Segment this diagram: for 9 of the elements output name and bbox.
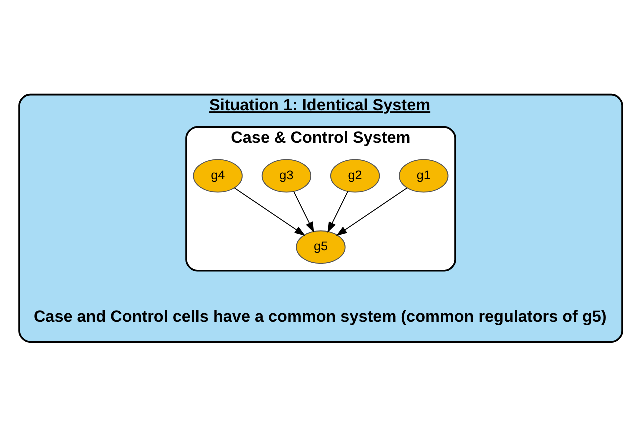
arrow xyxy=(294,191,314,233)
node-ellipse: g2 xyxy=(330,159,380,193)
node-ellipse: g4 xyxy=(193,159,243,193)
node-ellipse: g1 xyxy=(399,159,449,193)
arrow xyxy=(234,188,306,236)
node-ellipse: g3 xyxy=(262,159,312,193)
arrow xyxy=(328,191,348,233)
node-ellipse: g5 xyxy=(296,230,346,264)
arrow xyxy=(336,188,408,236)
